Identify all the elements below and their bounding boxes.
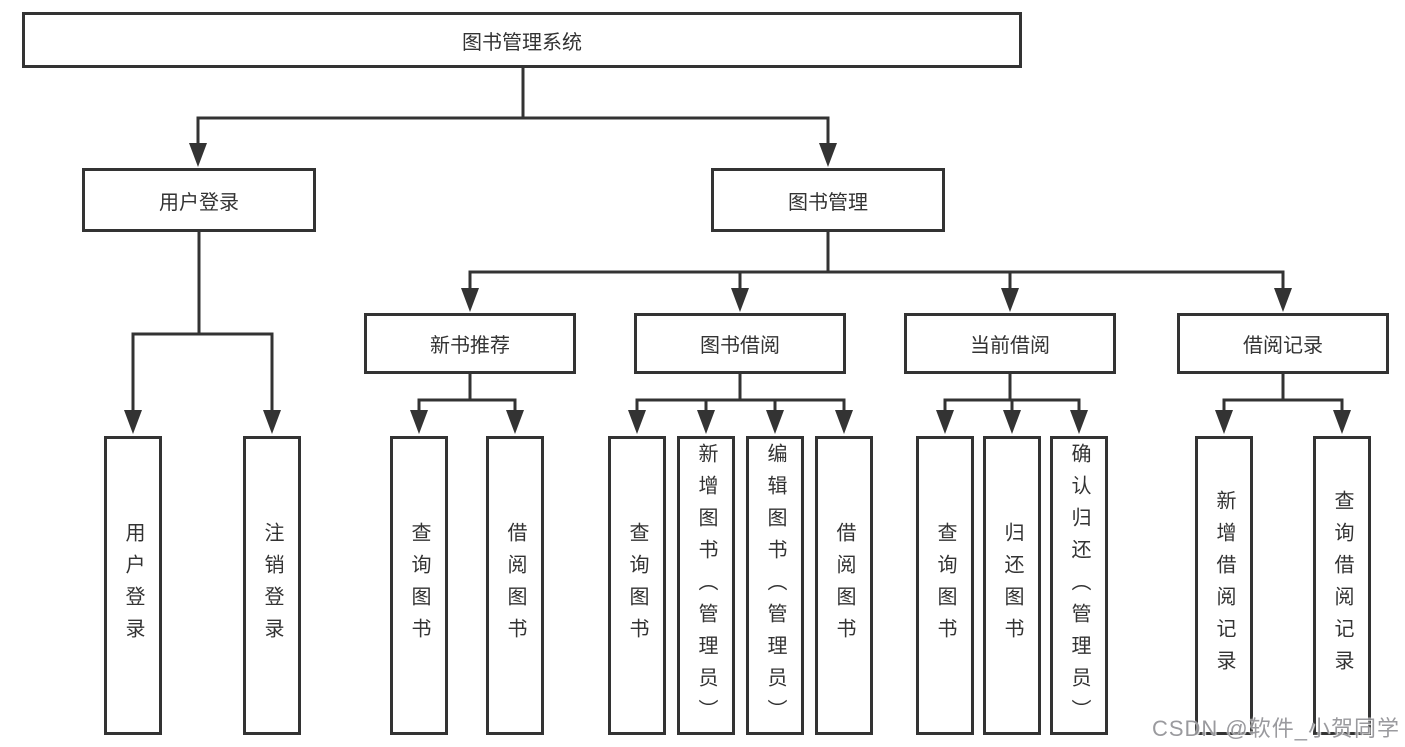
leaf-return-books: 归还图书: [983, 436, 1041, 735]
leaf-query-borrow-record: 查询借阅记录: [1313, 436, 1371, 735]
leaf-add-borrow-record: 新增借阅记录: [1195, 436, 1253, 735]
node-label: 图书管理: [788, 191, 868, 214]
leaf-user-login: 用户登录: [104, 436, 162, 735]
node-label: 借阅记录: [1243, 335, 1323, 357]
node-label: 用户登录: [159, 191, 239, 214]
node-new-book-recommend: 新书推荐: [364, 313, 576, 374]
leaf-query-books: 查询图书: [916, 436, 974, 735]
leaf-borrow-books: 借阅图书: [486, 436, 544, 735]
node-user-login: 用户登录: [82, 168, 316, 232]
leaf-confirm-return-admin: 确认归还（管理员）: [1050, 436, 1108, 735]
node-label: 图书借阅: [700, 335, 780, 357]
leaf-logout: 注销登录: [243, 436, 301, 735]
leaf-query-books: 查询图书: [608, 436, 666, 735]
leaf-add-book-admin: 新增图书（管理员）: [677, 436, 735, 735]
leaf-query-books: 查询图书: [390, 436, 448, 735]
node-borrow-records: 借阅记录: [1177, 313, 1389, 374]
node-label: 新书推荐: [430, 335, 510, 357]
node-library-management-system: 图书管理系统: [22, 12, 1022, 68]
node-label: 图书管理系统: [462, 31, 582, 54]
leaf-borrow-books: 借阅图书: [815, 436, 873, 735]
csdn-watermark: CSDN @软件_小贺同学: [1151, 716, 1400, 741]
node-label: 当前借阅: [970, 335, 1050, 357]
leaf-edit-book-admin: 编辑图书（管理员）: [746, 436, 804, 735]
node-book-management: 图书管理: [711, 168, 945, 232]
node-book-borrow: 图书借阅: [634, 313, 846, 374]
node-current-borrow: 当前借阅: [904, 313, 1116, 374]
